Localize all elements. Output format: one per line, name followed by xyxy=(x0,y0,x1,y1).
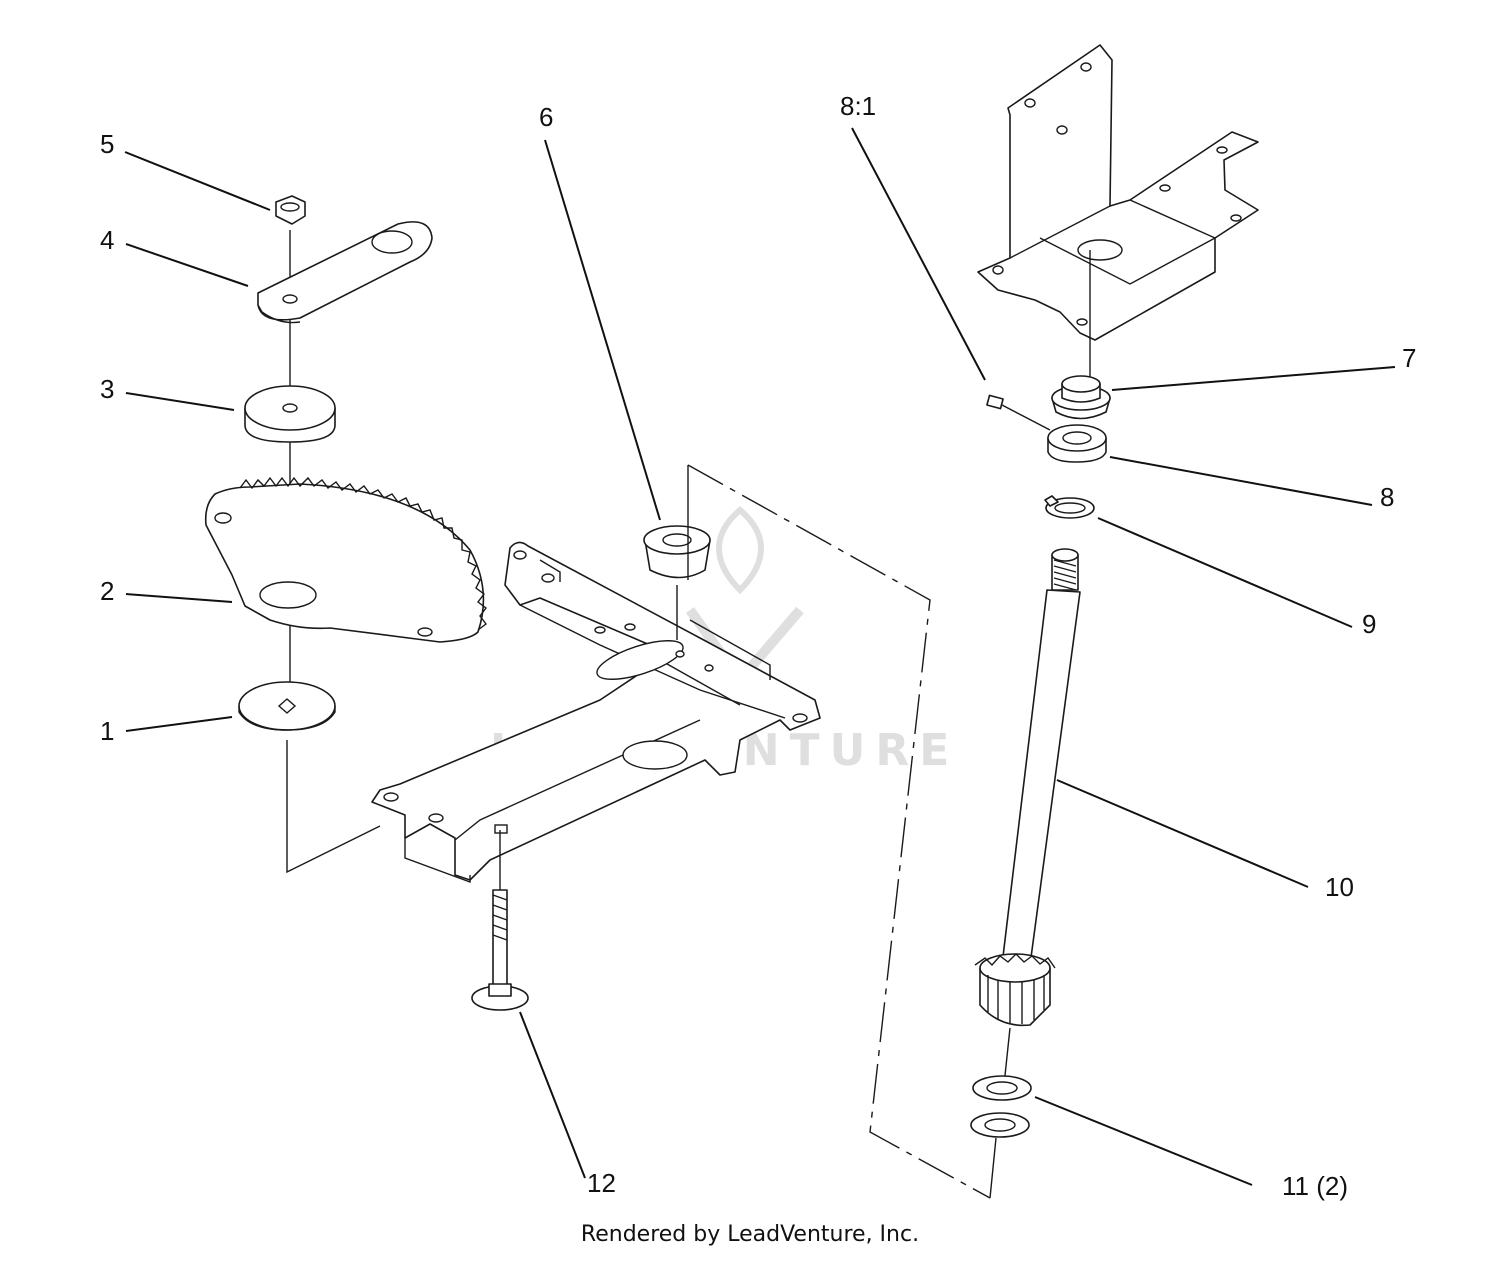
bushing-part-6 xyxy=(643,525,711,640)
callout-12: 12 xyxy=(587,1168,616,1198)
callout-leaders xyxy=(124,127,1396,1186)
callout-10: 10 xyxy=(1325,872,1354,902)
steering-bracket xyxy=(371,541,821,884)
flame-logo-icon xyxy=(716,506,764,595)
collar-part-8 xyxy=(1047,424,1107,463)
flange-bushing-part-7 xyxy=(1051,375,1111,420)
callout-8-1: 8:1 xyxy=(840,91,876,121)
upper-support-bracket xyxy=(977,44,1259,341)
callout-9: 9 xyxy=(1362,609,1376,639)
bolt-part-12 xyxy=(471,830,529,1011)
callout-11: 11 (2) xyxy=(1282,1171,1348,1201)
sector-gear-part-2 xyxy=(204,476,487,643)
footer-credit: Rendered by LeadVenture, Inc. xyxy=(580,1222,920,1247)
set-screw-part-8-1 xyxy=(986,394,1051,431)
steering-shaft-part-10 xyxy=(974,548,1081,1086)
callout-1: 1 xyxy=(100,716,114,746)
retaining-ring-part-9 xyxy=(1044,495,1095,519)
washer-part-1 xyxy=(238,681,336,731)
callout-7: 7 xyxy=(1402,343,1416,373)
spacer-part-3 xyxy=(244,385,336,443)
washers-part-11 xyxy=(970,1075,1032,1199)
callout-6: 6 xyxy=(539,102,553,132)
assembly-guide-dashed xyxy=(687,464,991,1199)
nut-part-5 xyxy=(275,195,306,225)
callout-labels: 5 4 3 2 1 6 8:1 7 8 9 10 11 (2) 12 xyxy=(100,91,1416,1201)
callout-5: 5 xyxy=(100,129,114,159)
callout-4: 4 xyxy=(100,225,114,255)
left-bottom-guide xyxy=(286,740,381,874)
link-plate-part-4 xyxy=(257,221,433,324)
callout-2: 2 xyxy=(100,576,114,606)
callout-3: 3 xyxy=(100,374,114,404)
callout-8: 8 xyxy=(1380,482,1394,512)
